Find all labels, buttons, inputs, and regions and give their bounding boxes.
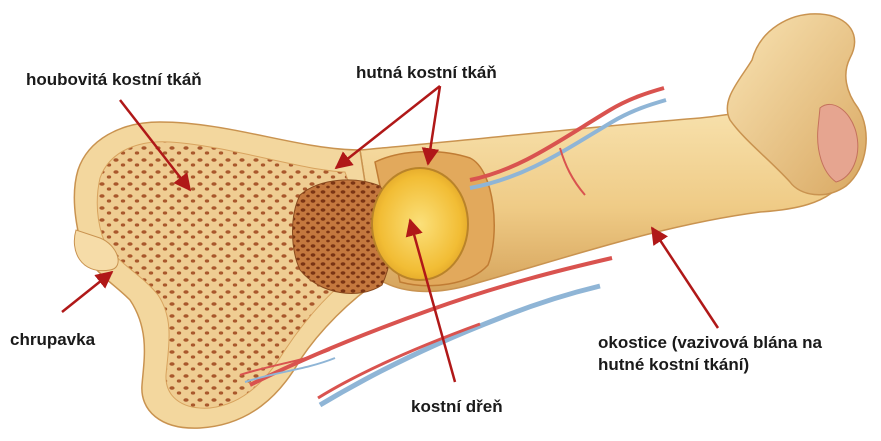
label-periosteum-line1: okostice (vazivová blána na [598,332,822,354]
label-spongy-bone: houbovitá kostní tkáň [26,69,202,91]
label-cartilage: chrupavka [10,329,95,351]
label-marrow: kostní dřeň [411,396,503,418]
label-periosteum-line2: hutné kostní tkání) [598,354,822,376]
bone-marrow-disk [372,168,468,280]
arrow-periosteum [652,228,718,328]
label-compact-bone: hutná kostní tkáň [356,62,497,84]
vessel-blue-bottom [320,286,600,405]
arrow-cartilage [62,272,112,312]
label-periosteum: okostice (vazivová blána na hutné kostní… [598,332,822,376]
